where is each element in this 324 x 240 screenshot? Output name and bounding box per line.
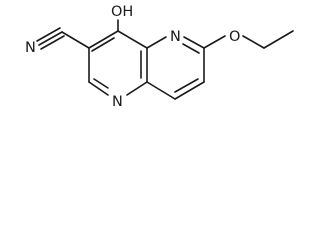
bond-nitrile-triple-a	[38, 31, 63, 46]
atom-label-nitrile-nitrogen: N	[25, 40, 36, 56]
atom-label-hydroxyl: OH	[111, 4, 133, 20]
bond-c7-c8-double	[174, 78, 199, 93]
bond-nitrile-triple-c	[40, 35, 65, 50]
bond-n5-c6-double	[182, 43, 200, 54]
bond-c2-n1-double	[93, 78, 109, 89]
bond-n1-c8a	[126, 81, 148, 96]
bond-c4a-c4	[117, 30, 148, 49]
atom-label-ether-oxygen: O	[229, 29, 240, 45]
bond-c4a-n5	[146, 36, 167, 49]
bond-c6-o	[203, 35, 226, 49]
chemical-structure: OH N N N O	[25, 4, 294, 110]
bond-c2-n1	[88, 81, 109, 96]
bond-c8-c8a	[146, 81, 176, 100]
bond-nitrile-triple-b	[36, 27, 61, 42]
bond-c3-cn	[61, 31, 90, 49]
atom-label-layer: OH N N N O	[25, 4, 240, 110]
bond-c4-c3	[88, 30, 119, 49]
bond-c4-c3-double	[91, 37, 115, 52]
atom-label-ring-nitrogen-bottom: N	[112, 94, 123, 110]
atom-label-ring-nitrogen-top: N	[170, 29, 181, 45]
bond-c7-c8	[174, 81, 205, 100]
bond-o-ch2	[242, 35, 265, 49]
bond-n5-c6	[183, 36, 205, 49]
bond-layer	[36, 19, 294, 100]
bond-ch2-ch3	[263, 30, 294, 49]
